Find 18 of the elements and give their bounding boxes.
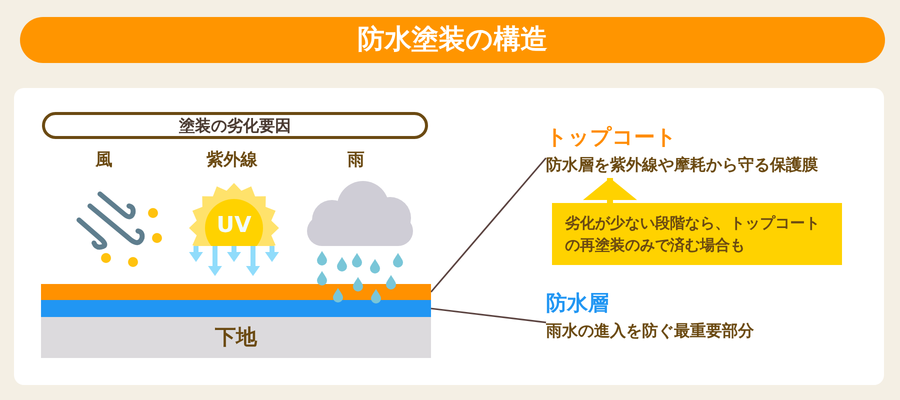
- title-banner: 防水塗装の構造: [20, 17, 885, 63]
- factor-label: 紫外線: [206, 149, 258, 171]
- factor-label: 雨: [348, 149, 364, 171]
- layer-name: 防水層: [546, 290, 609, 317]
- note-box: 劣化が少ない段階なら、トップコートの再塗装のみで済む場合も: [552, 203, 842, 265]
- uv-label: UV: [216, 213, 252, 239]
- layer-name: トップコート: [546, 124, 677, 151]
- leader-line: [430, 158, 547, 293]
- layer-description: 防水層を紫外線や摩耗から守る保護膜: [546, 154, 818, 176]
- factor-label: 風: [96, 149, 112, 171]
- heading-frame: 塗装の劣化要因: [42, 112, 428, 139]
- substrate-layer: [41, 317, 431, 358]
- waterproof-layer: [41, 300, 431, 317]
- leader-line: [430, 308, 546, 324]
- layer-label: 下地: [215, 324, 257, 350]
- topcoat-layer: [41, 284, 431, 300]
- layer-description: 雨水の進入を防ぐ最重要部分: [546, 320, 754, 342]
- callout-arrow: [583, 178, 637, 203]
